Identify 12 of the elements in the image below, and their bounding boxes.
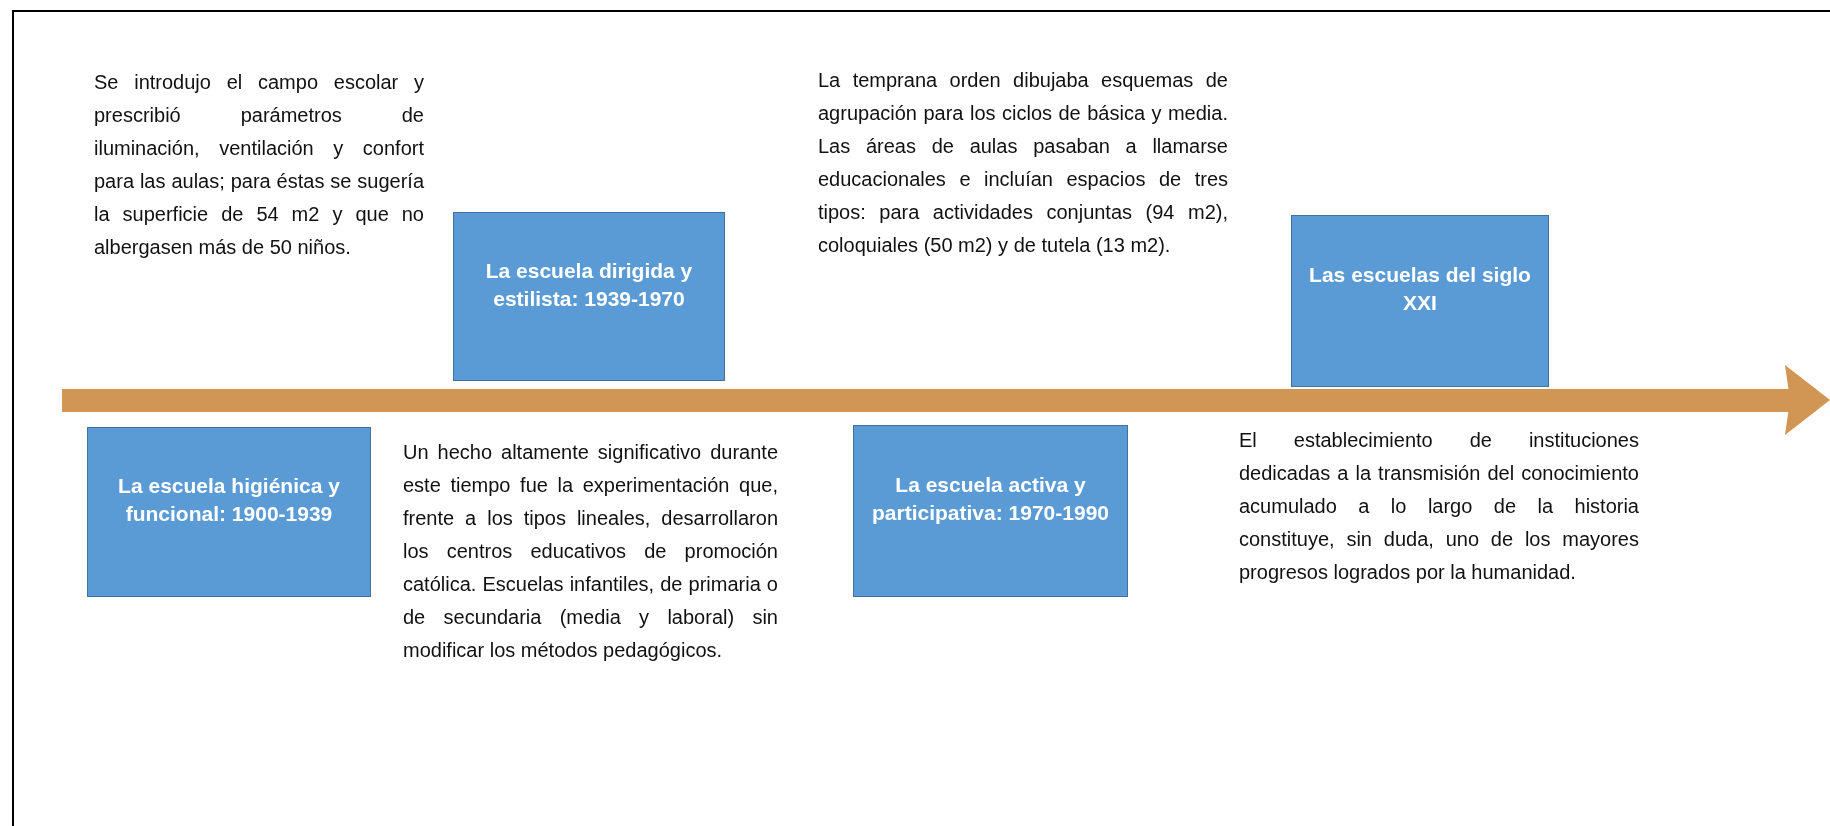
description-text: Un hecho altamente significativo durante este tiempo fue la experimentación que, frente a los tipos lineales, desarrollaron los centros educativos de promoción católica. Escuelas infantiles, de primaria o de secundaria (media y laboral) sin modificar los métodos pedagógicos. [403, 440, 778, 663]
description-text: Se introdujo el campo escolar y prescribió parámetros de iluminación, ventilación y confort para las aulas; para éstas se sugería la superficie de 54 m2 y que no albergasen más de 50 niños. [94, 70, 424, 260]
description-text: El establecimiento de instituciones dedicadas a la transmisión del conocimiento acumulado a lo largo de la historia constituye, sin duda, uno de los mayores progresos logrados por la humanidad. [1239, 428, 1639, 585]
period-title: La escuela dirigida y estilista: 1939-1970 [484, 257, 694, 312]
period-box [1291, 215, 1549, 387]
period-box [87, 427, 371, 597]
period-title: La escuela higiénica y funcional: 1900-1939 [117, 473, 341, 527]
description-text: La temprana orden dibujaba esquemas de agrupación para los ciclos de básica y media. Las áreas de aulas pasaban a llamarse educacionales e incluían espacios de tres tipos: para actividades conjuntas (94 m2), coloquiales (50 m2) y de tutela (13 m2). [818, 68, 1228, 258]
period-title: La escuela activa y participativa: 1970-1990 [871, 472, 1110, 526]
period-box [453, 212, 725, 381]
period-title: Las escuelas del siglo XXI [1308, 262, 1532, 316]
period-box [853, 425, 1128, 597]
